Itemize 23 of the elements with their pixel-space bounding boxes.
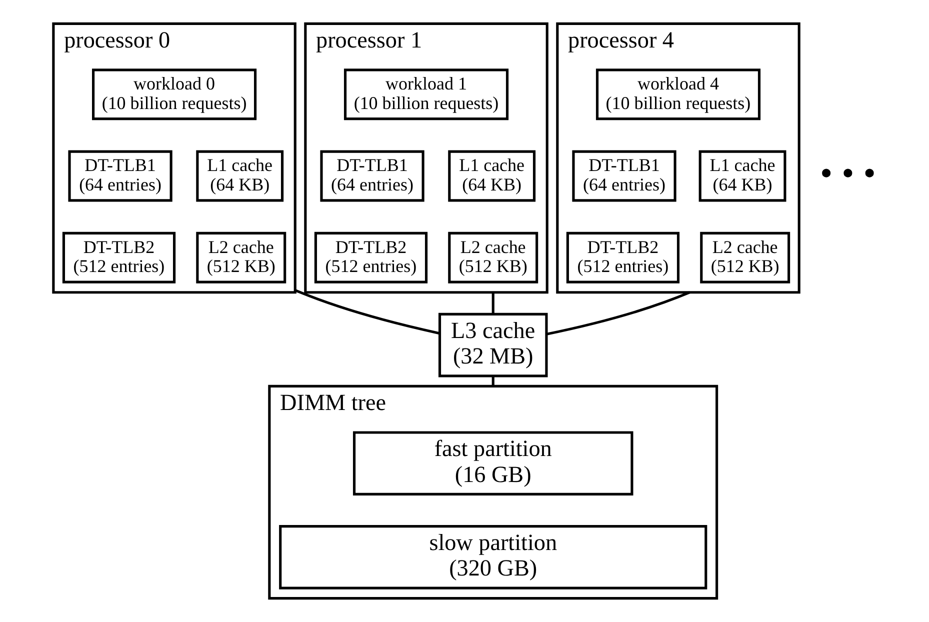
connector <box>546 291 690 336</box>
node-box: L2 cache (512 KB) <box>700 232 790 284</box>
connector <box>294 288 440 335</box>
node-box: DT-TLB2 (512 entries) <box>566 232 680 284</box>
node-box: L1 cache (64 KB) <box>196 150 284 202</box>
node-box: DT-TLB1 (64 entries) <box>68 150 172 202</box>
connector <box>492 292 494 314</box>
connector <box>492 376 494 386</box>
node-box: L2 cache (512 KB) <box>196 232 286 284</box>
node-box: slow partition (320 GB) <box>279 525 708 590</box>
node-box: L1 cache (64 KB) <box>448 150 536 202</box>
node-box: DT-TLB2 (512 entries) <box>62 232 176 284</box>
node-box: L3 cache (32 MB) <box>438 312 548 378</box>
node-box: fast partition (16 GB) <box>352 431 634 496</box>
node-box: L2 cache (512 KB) <box>448 232 538 284</box>
label: • • • <box>820 152 876 193</box>
node-box: DT-TLB2 (512 entries) <box>314 232 428 284</box>
node-box: DT-TLB1 (64 entries) <box>572 150 676 202</box>
node-box: workload 0 (10 billion requests) <box>92 68 257 120</box>
node-box: workload 4 (10 billion requests) <box>596 68 760 120</box>
node-box: L1 cache (64 KB) <box>698 150 786 202</box>
node-box: DT-TLB1 (64 entries) <box>320 150 424 202</box>
node-box: workload 1 (10 billion requests) <box>344 68 509 120</box>
